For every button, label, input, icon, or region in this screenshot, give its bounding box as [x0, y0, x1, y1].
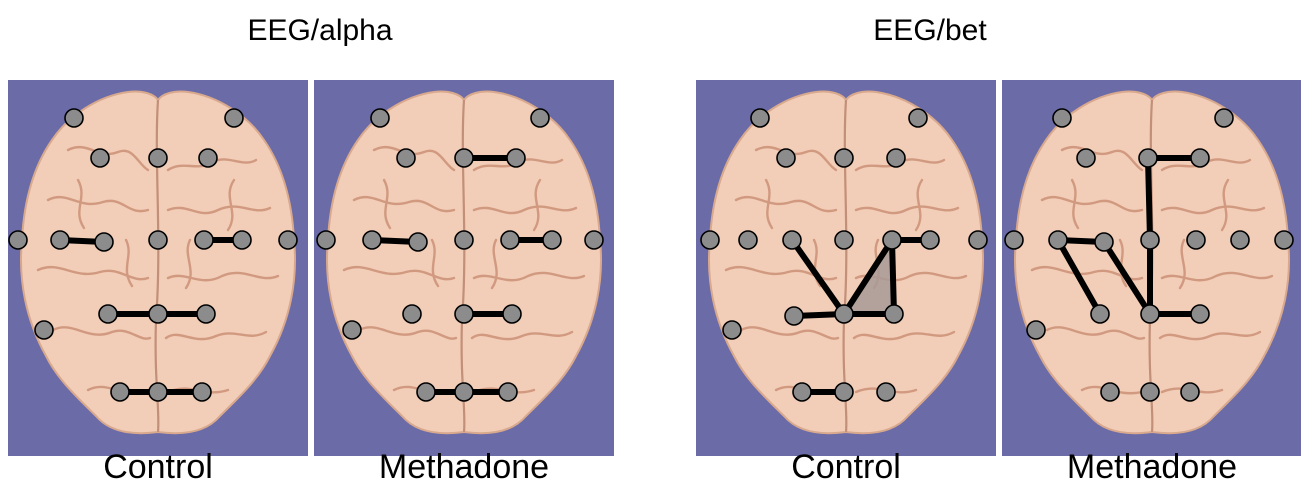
electrode-e18: [111, 383, 129, 401]
electrode-e7: [51, 231, 69, 249]
electrode-e4: [455, 149, 473, 167]
electrode-e6: [701, 231, 719, 249]
electrode-e14: [1141, 305, 1159, 323]
electrode-e2: [225, 109, 243, 127]
electrode-e13: [1091, 305, 1109, 323]
electrode-e14: [835, 305, 853, 323]
caption-alpha-control: Control: [8, 448, 308, 487]
electrode-e18: [417, 383, 435, 401]
electrode-e7: [363, 231, 381, 249]
electrode-e19: [1181, 383, 1199, 401]
electrode-e2: [909, 109, 927, 127]
electrode-e11: [921, 231, 939, 249]
electrode-e15: [197, 305, 215, 323]
electrode-e10: [195, 231, 213, 249]
electrode-e1: [65, 109, 83, 127]
electrode-e15: [503, 305, 521, 323]
electrode-e2: [531, 109, 549, 127]
electrode-e8: [783, 231, 801, 249]
caption-alpha-methadone: Methadone: [314, 448, 614, 487]
connection-line-e10-e15: [892, 240, 894, 314]
electrode-e12: [1275, 231, 1293, 249]
electrode-e19: [193, 383, 211, 401]
electrode-e3: [777, 149, 795, 167]
electrode-e18: [1101, 383, 1119, 401]
electrode-e7: [739, 231, 757, 249]
electrode-e11: [1231, 231, 1249, 249]
electrode-e3: [91, 149, 109, 167]
electrode-e13: [403, 305, 421, 323]
electrode-e9: [455, 231, 473, 249]
electrode-e8: [1095, 233, 1113, 251]
brain-panel-beta-methadone: [1002, 80, 1301, 456]
electrode-e6: [9, 231, 27, 249]
electrode-e9: [835, 231, 853, 249]
caption-beta-methadone: Methadone: [1002, 448, 1301, 487]
electrode-e5: [1191, 149, 1209, 167]
electrode-e16: [1027, 321, 1045, 339]
brain-panel-alpha-methadone: [314, 80, 614, 456]
electrode-e16: [723, 321, 741, 339]
electrode-e12: [969, 231, 987, 249]
electrode-e8: [409, 233, 427, 251]
electrode-e12: [585, 231, 603, 249]
electrode-e6: [1005, 231, 1023, 249]
electrode-e17: [455, 383, 473, 401]
electrode-e16: [35, 321, 53, 339]
connection-line-e4-e9: [1148, 158, 1150, 240]
electrode-e15: [1191, 305, 1209, 323]
electrode-e10: [883, 231, 901, 249]
electrode-e5: [199, 149, 217, 167]
electrode-e19: [499, 383, 517, 401]
electrode-e1: [371, 109, 389, 127]
electrode-e6: [317, 231, 335, 249]
electrode-e10: [1187, 231, 1205, 249]
brain-panel-alpha-control: [8, 80, 308, 456]
electrode-e9: [1141, 231, 1159, 249]
brain-panel-beta-control: [696, 80, 996, 456]
electrode-e4: [835, 149, 853, 167]
electrode-e17: [835, 383, 853, 401]
electrode-e18: [793, 383, 811, 401]
electrode-e7: [1049, 231, 1067, 249]
electrode-e3: [1077, 149, 1095, 167]
electrode-e10: [501, 231, 519, 249]
electrode-e14: [455, 305, 473, 323]
electrode-e2: [1215, 109, 1233, 127]
electrode-e12: [279, 231, 297, 249]
electrode-e11: [233, 231, 251, 249]
electrode-e14: [149, 305, 167, 323]
electrode-e4: [1139, 149, 1157, 167]
electrode-e19: [877, 383, 895, 401]
electrode-e9: [149, 231, 167, 249]
electrode-e1: [1053, 109, 1071, 127]
electrode-e13: [785, 307, 803, 325]
electrode-e16: [343, 321, 361, 339]
electrode-e13: [99, 305, 117, 323]
electrode-e17: [149, 383, 167, 401]
electrode-e1: [751, 109, 769, 127]
group-title-beta: EEG/bet: [780, 14, 1080, 48]
electrode-e3: [397, 149, 415, 167]
electrode-e5: [887, 149, 905, 167]
caption-beta-control: Control: [696, 448, 996, 487]
electrode-e11: [543, 231, 561, 249]
electrode-e15: [885, 305, 903, 323]
group-title-alpha: EEG/alpha: [170, 14, 470, 48]
electrode-e17: [1141, 383, 1159, 401]
electrode-e4: [149, 149, 167, 167]
electrode-e8: [95, 233, 113, 251]
electrode-e5: [507, 149, 525, 167]
